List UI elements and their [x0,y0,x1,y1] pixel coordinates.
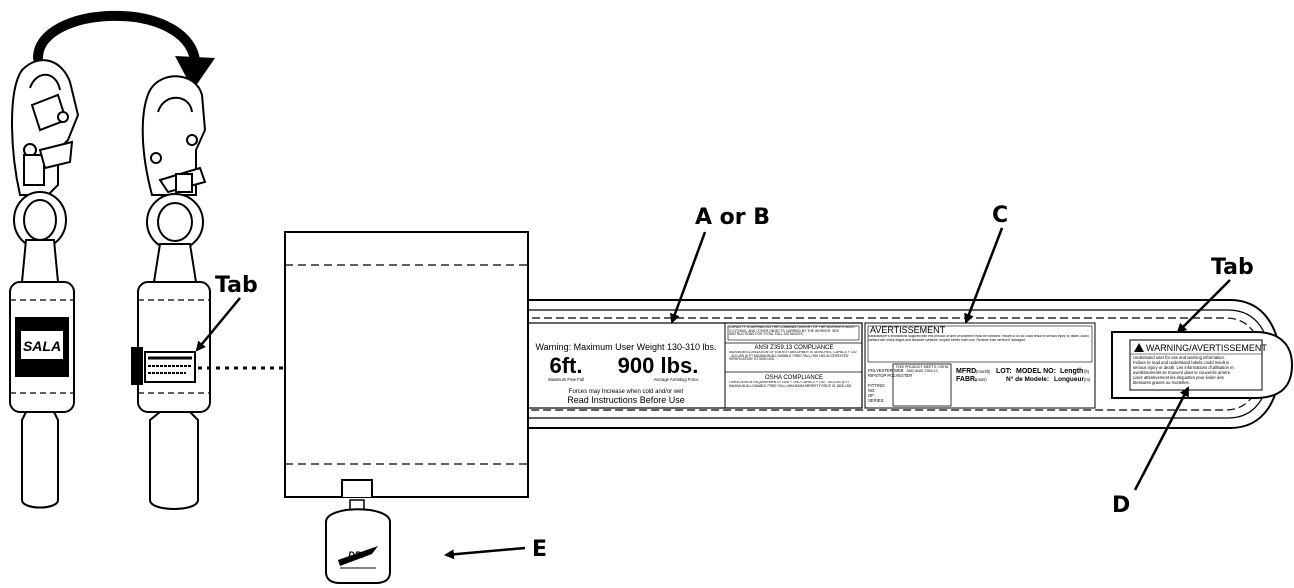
label-d-heading: WARNING/AVERTISSEMENT [1146,343,1267,353]
label-d-line-1: Understand user for use and warning info… [1133,355,1225,360]
tab-right: WARNING/AVERTISSEMENT Understand user fo… [1111,331,1294,399]
label-warning-line: Warning: Maximum User Weight 130-310 lbs… [535,342,716,352]
model-no-label: MODEL NO: [1016,368,1056,375]
label-d-line-2: Failure to read and understand labels co… [1133,360,1230,365]
callout-a-or-b: A or B [695,205,770,230]
length-label: Length [1060,368,1083,375]
label-d-line-4: avertissements se trouvent dans le couve… [1133,370,1231,375]
length-fr-sub: (m) [1084,377,1091,382]
free-fall-value: 6ft. [550,353,583,378]
d-leader [1133,386,1190,491]
label-d-line-3: serious injury or death. Les information… [1133,365,1234,370]
ansi-heading: ANSI Z359.13 COMPLIANCE [754,345,833,351]
forces-note: Forces may Increase when cold and/or wet [569,389,684,395]
webbing-line-1: POLYESTER WEB [868,368,904,373]
mfrd-fr-label: FABR. [956,376,977,383]
e-leader [444,546,526,560]
device-logo: SALA [23,338,61,354]
lanyard-device-middle [131,75,211,510]
label-d-line-6: blessures graves ou mortelles. [1133,380,1190,385]
meets-text: THIS PRODUCT MEETS: OSHA AND ANSI Z359.1… [895,365,949,373]
webbing-line-2: RIPSTOP POLYESTER [868,373,912,378]
a-or-b-leader [670,231,707,324]
webbing-sleeve [284,231,529,498]
side-line-1: FITTING: [868,383,885,388]
callout-d: D [1112,493,1130,518]
c-leader [964,227,1004,324]
force-value: 900 lbs. [618,353,699,378]
length-sub: (ft) [1084,369,1090,374]
label-c: AVERTISSEMENT Manufacturer's instruction… [864,322,1096,409]
read-instructions: Read Instructions Before Use [567,395,685,405]
callout-c: C [992,203,1008,228]
force-caption: Average Arresting Force [653,377,699,382]
rotation-arrow [33,10,215,90]
callout-tab-left: Tab [215,273,258,298]
avertissement: AVERTISSEMENT [870,325,946,335]
label-d-line-5: Lisez attentivement les étiquettes pour … [1133,375,1224,380]
lanyard-device-left: SALA [9,59,80,509]
label-a-or-b: Warning: Maximum User Weight 130-310 lbs… [526,322,863,409]
mfrd-label: MFRD [956,368,976,375]
osha-text: OSHA DESIGN REQUIREMENTS 1926 + 1910 CAP… [729,381,853,388]
french-warning-text: Manufacturer's instructions supplied wit… [868,335,1089,342]
ansi-text: MAXIMUM ELONGATION OF ENERGY ABSORBER IS… [729,351,857,362]
lot-label: LOT: [996,368,1012,375]
snap-hook-middle [141,75,207,196]
mfrd-sub: (month) [976,369,991,374]
tab-right-leader [1176,279,1231,334]
tab-left-leader [195,297,241,352]
model-no-fr-label: N° de Modele: [1006,375,1049,383]
free-fall-caption: Maximum Free Fall [548,377,584,382]
callout-e: E [532,537,547,562]
label-e-logo-text: DBI [348,550,364,560]
length-fr-label: Longueur [1054,376,1084,383]
capacity-text: CAPACITY IS DEFINED AS THE COMBINED WEIG… [729,326,856,337]
osha-heading: OSHA COMPLIANCE [765,375,823,381]
callout-tab-right: Tab [1211,255,1254,280]
callout-arrows [195,227,1231,560]
label-e-tag: DBI [325,479,391,584]
side-line-4: SERIES: [868,398,885,403]
side-line-2: NO: [868,388,875,393]
mfrd-fr-sub: (mois) [975,377,987,382]
label-e-logo: DBI [338,546,378,569]
snap-hook-left [11,59,80,196]
side-line-3: OF: [868,393,875,398]
